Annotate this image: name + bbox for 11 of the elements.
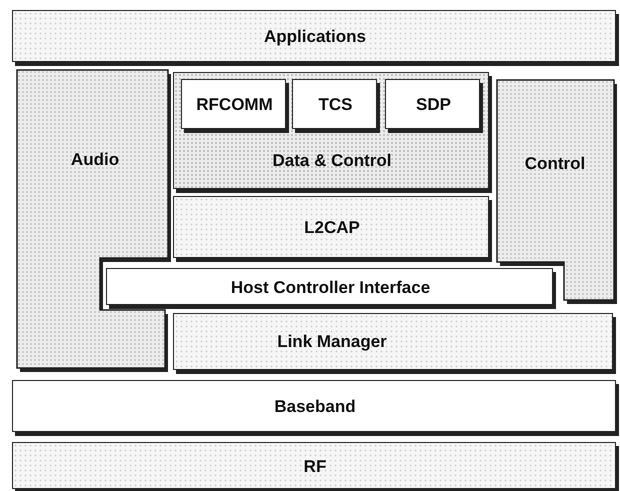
layer-label: TCS <box>318 95 352 115</box>
layer-label: Data & Control <box>272 151 392 171</box>
layer-label: Link Manager <box>277 332 387 352</box>
layer-label: RF <box>304 456 326 476</box>
layer-label: RFCOMM <box>196 95 273 115</box>
layer-label: L2CAP <box>304 218 360 238</box>
layer-box <box>12 442 616 489</box>
layer-label: Baseband <box>274 397 356 417</box>
layer-label: Applications <box>264 27 366 47</box>
layer-label: SDP <box>416 95 451 115</box>
layer-label: Host Controller Interface <box>230 278 430 298</box>
